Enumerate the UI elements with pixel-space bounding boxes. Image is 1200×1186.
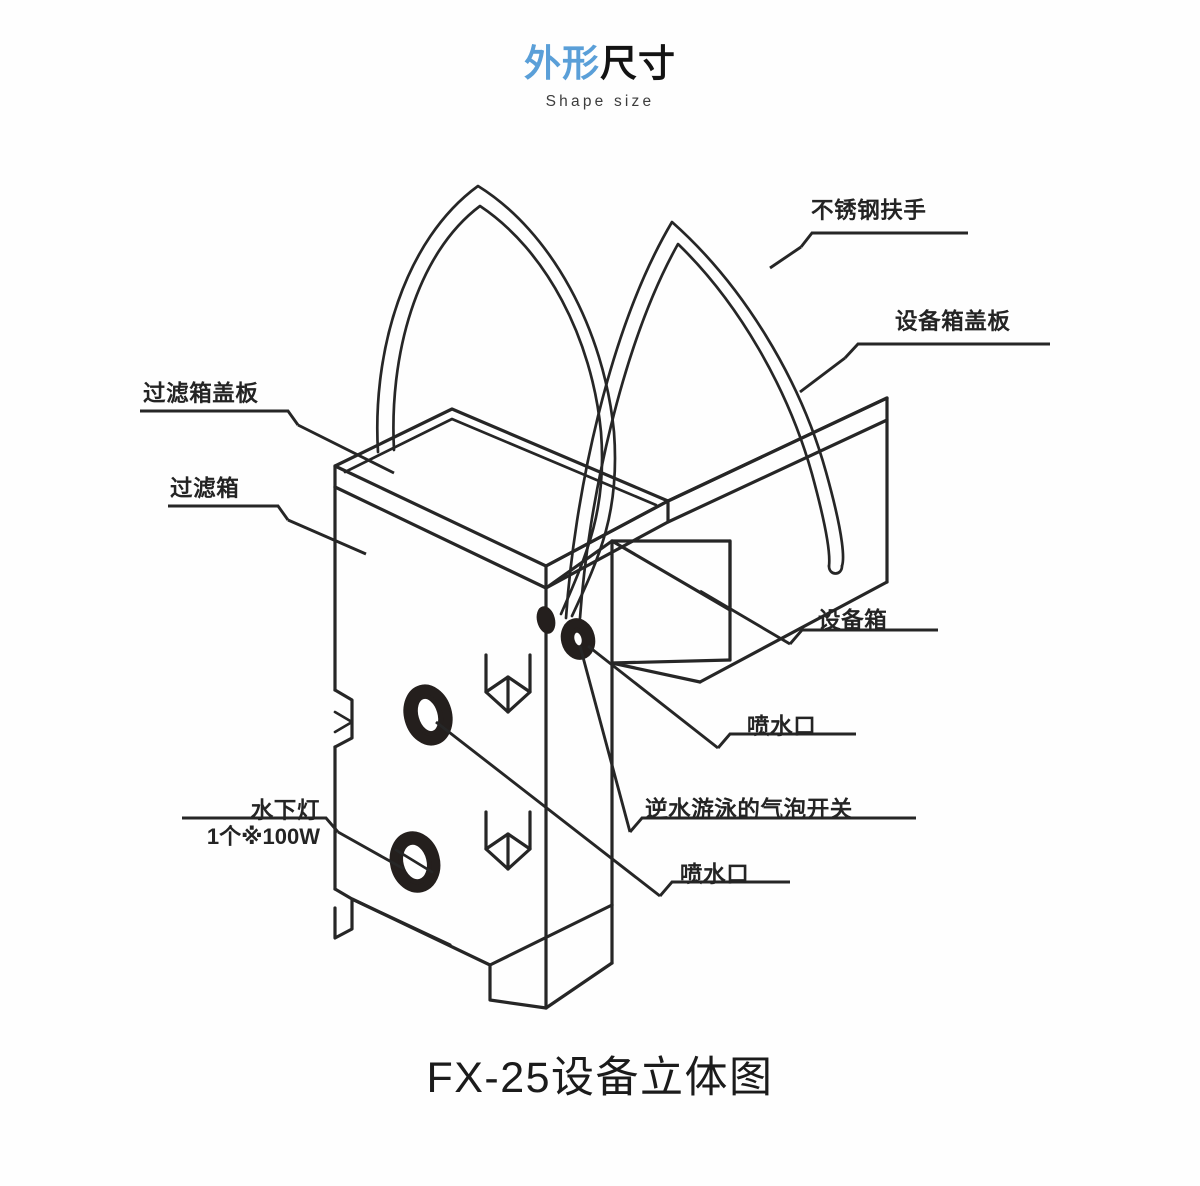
leader-underwater-light bbox=[182, 816, 405, 871]
label-equipment-box: 设备箱 bbox=[818, 608, 888, 633]
leader-filter-box-cover bbox=[140, 409, 395, 475]
water-jet-nozzle-upper bbox=[484, 653, 532, 714]
label-equipment-box-cover: 设备箱盖板 bbox=[895, 309, 1011, 334]
underwater-light-marker bbox=[389, 831, 441, 893]
leader-equipment-box-cover bbox=[799, 342, 1050, 394]
label-filter-box-cover: 过滤箱盖板 bbox=[143, 381, 259, 406]
bubble-switch-marker bbox=[403, 684, 453, 746]
filter-box bbox=[333, 407, 670, 947]
leader-bubble-switch bbox=[578, 645, 916, 833]
handrail-arch-right bbox=[564, 220, 845, 620]
leader-filter-box bbox=[168, 504, 367, 556]
leader-equipment-box bbox=[699, 589, 938, 646]
label-filter-box: 过滤箱 bbox=[170, 476, 240, 501]
label-underwater-light: 水下灯 1个※100W bbox=[20, 797, 320, 851]
label-handrail: 不锈钢扶手 bbox=[811, 198, 927, 223]
leader-handrail bbox=[769, 231, 968, 270]
leader-water-jet-upper bbox=[587, 644, 856, 750]
main-body-front-face bbox=[350, 586, 614, 1010]
handrail-arch-left bbox=[376, 184, 617, 618]
label-underwater-light-spec: 1个※100W bbox=[206, 824, 320, 850]
water-jet-nozzle-lower bbox=[484, 810, 532, 871]
body-lower-right bbox=[544, 539, 614, 1010]
label-bubble-switch: 逆水游泳的气泡开关 bbox=[645, 797, 853, 822]
figure-caption: FX-25设备立体图 bbox=[426, 1054, 774, 1102]
label-water-jet-lower: 喷水口 bbox=[680, 862, 750, 887]
label-underwater-light-title: 水下灯 bbox=[250, 798, 320, 823]
leader-water-jet-lower bbox=[435, 720, 790, 898]
switch-markers-small bbox=[536, 606, 596, 660]
label-water-jet-upper: 喷水口 bbox=[747, 714, 817, 739]
equipment-box bbox=[544, 396, 889, 684]
